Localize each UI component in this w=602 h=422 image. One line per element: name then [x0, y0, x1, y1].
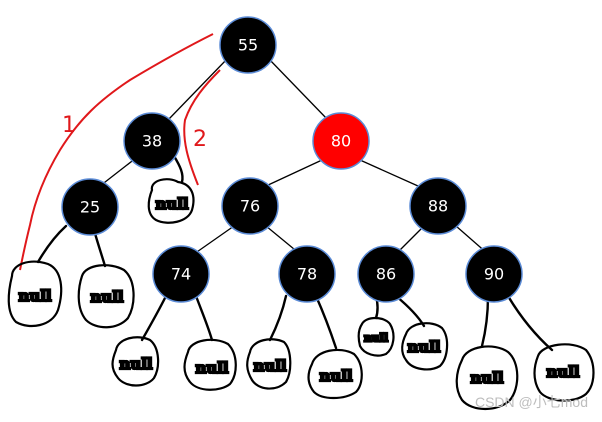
edge-86-null-right — [394, 294, 426, 328]
node-25: 25 — [61, 178, 119, 236]
node-90: 90 — [465, 245, 523, 303]
node-88: 88 — [409, 177, 467, 235]
edge-74-null-left — [140, 294, 168, 342]
null-label: null — [119, 355, 153, 373]
node-76-label: 76 — [240, 197, 260, 216]
node-80-label: 80 — [331, 132, 351, 151]
edge-80-76 — [265, 159, 323, 187]
node-74: 74 — [152, 245, 210, 303]
null-label: null — [546, 363, 580, 381]
null-leaves: null null null null null null — [7, 178, 595, 411]
edge-55-80 — [267, 57, 329, 121]
edge-38-25 — [99, 157, 137, 187]
edge-90-null-right — [506, 294, 554, 352]
edge-80-88 — [359, 159, 419, 187]
edge-76-74 — [193, 225, 235, 255]
edge-25-null-right — [92, 228, 107, 268]
null-leaf-78-left: null — [246, 338, 292, 390]
null-label: null — [364, 332, 388, 345]
edge-55-38 — [167, 57, 229, 121]
null-leaf-78-right: null — [307, 348, 363, 400]
edge-25-null-left — [36, 224, 68, 264]
null-label: null — [90, 288, 124, 306]
null-leaf-25-left: null — [7, 260, 63, 328]
null-leaf-90-right: null — [533, 343, 595, 402]
node-78-label: 78 — [297, 265, 317, 284]
edge-90-null-left — [480, 294, 490, 348]
path-2-stroke — [183, 69, 221, 186]
edge-38-null — [172, 154, 184, 184]
null-leaf-90-left: null — [455, 345, 519, 411]
null-label: null — [470, 369, 504, 387]
null-label: null — [18, 287, 52, 305]
node-25-label: 25 — [80, 198, 100, 217]
null-leaf-25-right: null — [77, 264, 135, 329]
null-leaf-74-right: null — [183, 338, 237, 391]
node-74-label: 74 — [171, 265, 191, 284]
tree-nodes: 55 38 80 25 76 88 — [61, 16, 523, 303]
node-55-label: 55 — [238, 36, 258, 55]
null-leaf-38-right: null — [147, 178, 195, 224]
null-leaf-86-left: null — [357, 316, 395, 357]
node-90-label: 90 — [484, 265, 504, 284]
path-1-stroke — [19, 33, 214, 271]
node-76: 76 — [221, 177, 279, 235]
node-86: 86 — [357, 245, 415, 303]
node-38-label: 38 — [142, 132, 162, 151]
null-leaf-74-left: null — [111, 336, 160, 387]
annotation-paths — [19, 33, 221, 271]
null-label: null — [253, 357, 287, 375]
node-38: 38 — [123, 112, 181, 170]
annotation-label-1: 1 — [62, 113, 76, 138]
watermark: CSDN @小七mod — [474, 394, 588, 410]
null-edges — [36, 154, 554, 352]
null-label: null — [155, 195, 189, 213]
node-80: 80 — [312, 112, 370, 170]
node-55: 55 — [219, 16, 277, 74]
node-86-label: 86 — [376, 265, 396, 284]
null-leaf-86-right: null — [401, 322, 449, 371]
annotation-label-2: 2 — [193, 127, 207, 152]
edge-74-null-right — [194, 294, 214, 342]
edge-78-null-left — [268, 294, 288, 342]
null-label: null — [195, 359, 229, 377]
null-label: null — [319, 367, 353, 385]
node-88-label: 88 — [428, 197, 448, 216]
null-label: null — [407, 338, 441, 356]
edge-78-null-right — [314, 294, 338, 350]
node-78: 78 — [278, 245, 336, 303]
